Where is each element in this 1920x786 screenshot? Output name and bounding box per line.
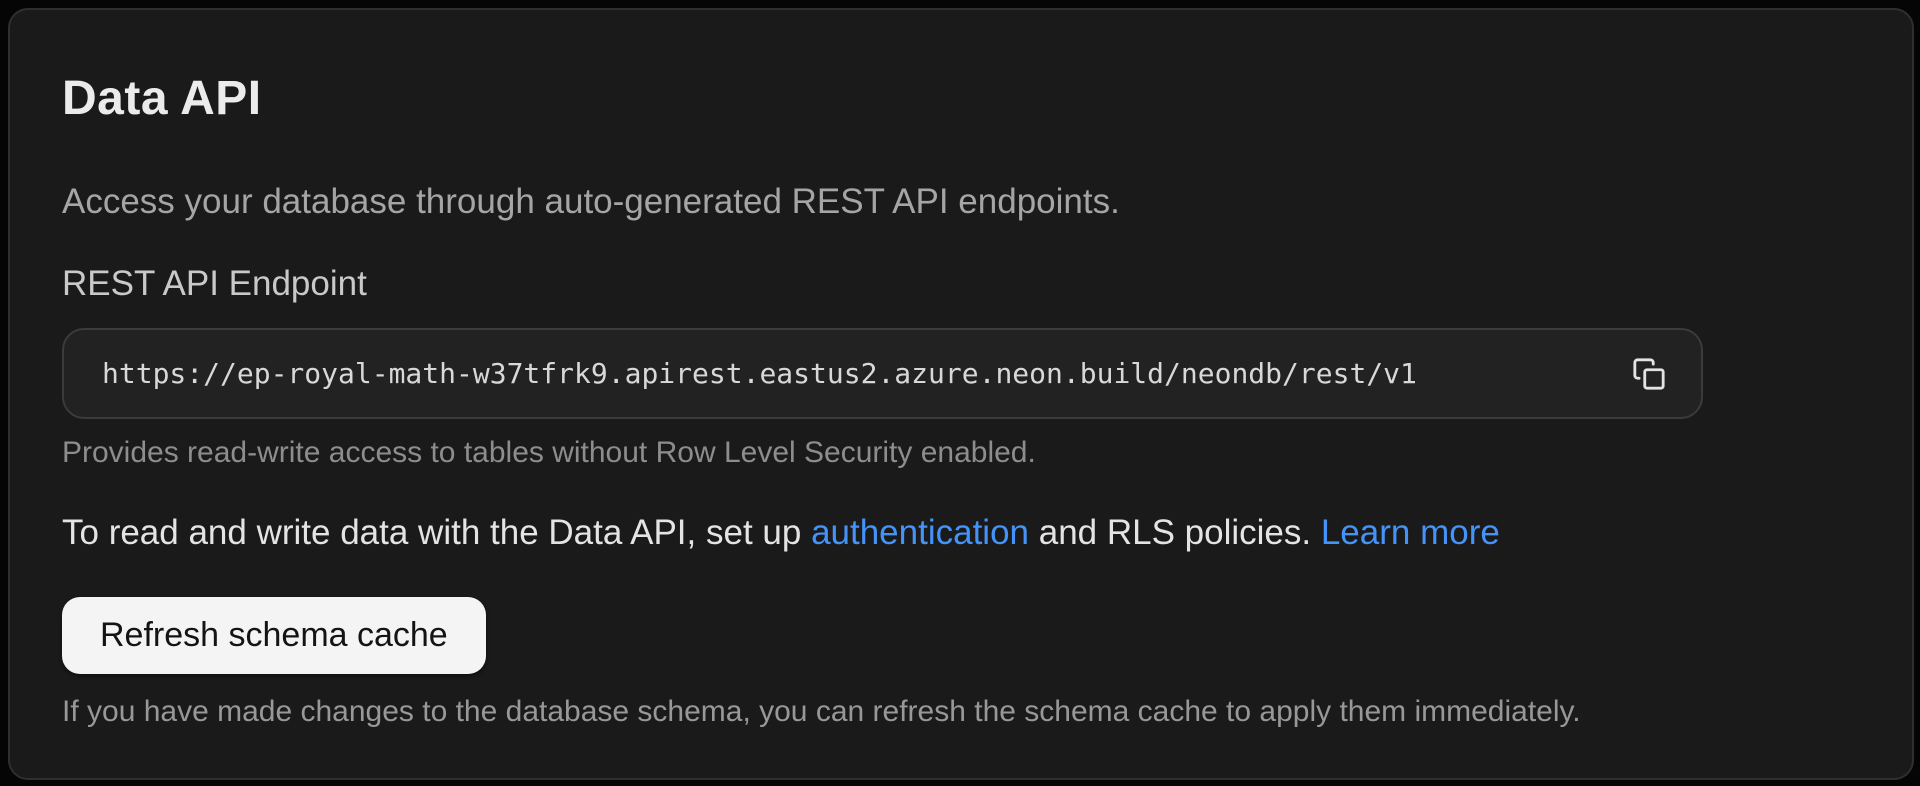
endpoint-help-text: Provides read-write access to tables wit…: [62, 436, 1036, 469]
copy-endpoint-button[interactable]: [1623, 348, 1675, 400]
refresh-schema-cache-button[interactable]: Refresh schema cache: [62, 597, 486, 674]
authentication-link[interactable]: authentication: [811, 513, 1030, 552]
rest-api-endpoint-field[interactable]: https://ep-royal-math-w37tfrk9.apirest.e…: [62, 328, 1703, 419]
rls-note-text-middle: and RLS policies.: [1029, 513, 1321, 552]
refresh-help-text: If you have made changes to the database…: [62, 695, 1581, 728]
rest-api-endpoint-url[interactable]: https://ep-royal-math-w37tfrk9.apirest.e…: [102, 357, 1417, 390]
panel-description: Access your database through auto-genera…: [62, 182, 1120, 221]
learn-more-link[interactable]: Learn more: [1320, 513, 1500, 552]
copy-icon: [1632, 357, 1666, 391]
page-title: Data API: [62, 72, 262, 125]
rest-api-endpoint-label: REST API Endpoint: [62, 264, 367, 303]
rls-note-text-before: To read and write data with the Data API…: [62, 513, 812, 552]
rls-note: To read and write data with the Data API…: [62, 511, 1860, 555]
data-api-panel: Data API Access your database through au…: [8, 8, 1914, 780]
